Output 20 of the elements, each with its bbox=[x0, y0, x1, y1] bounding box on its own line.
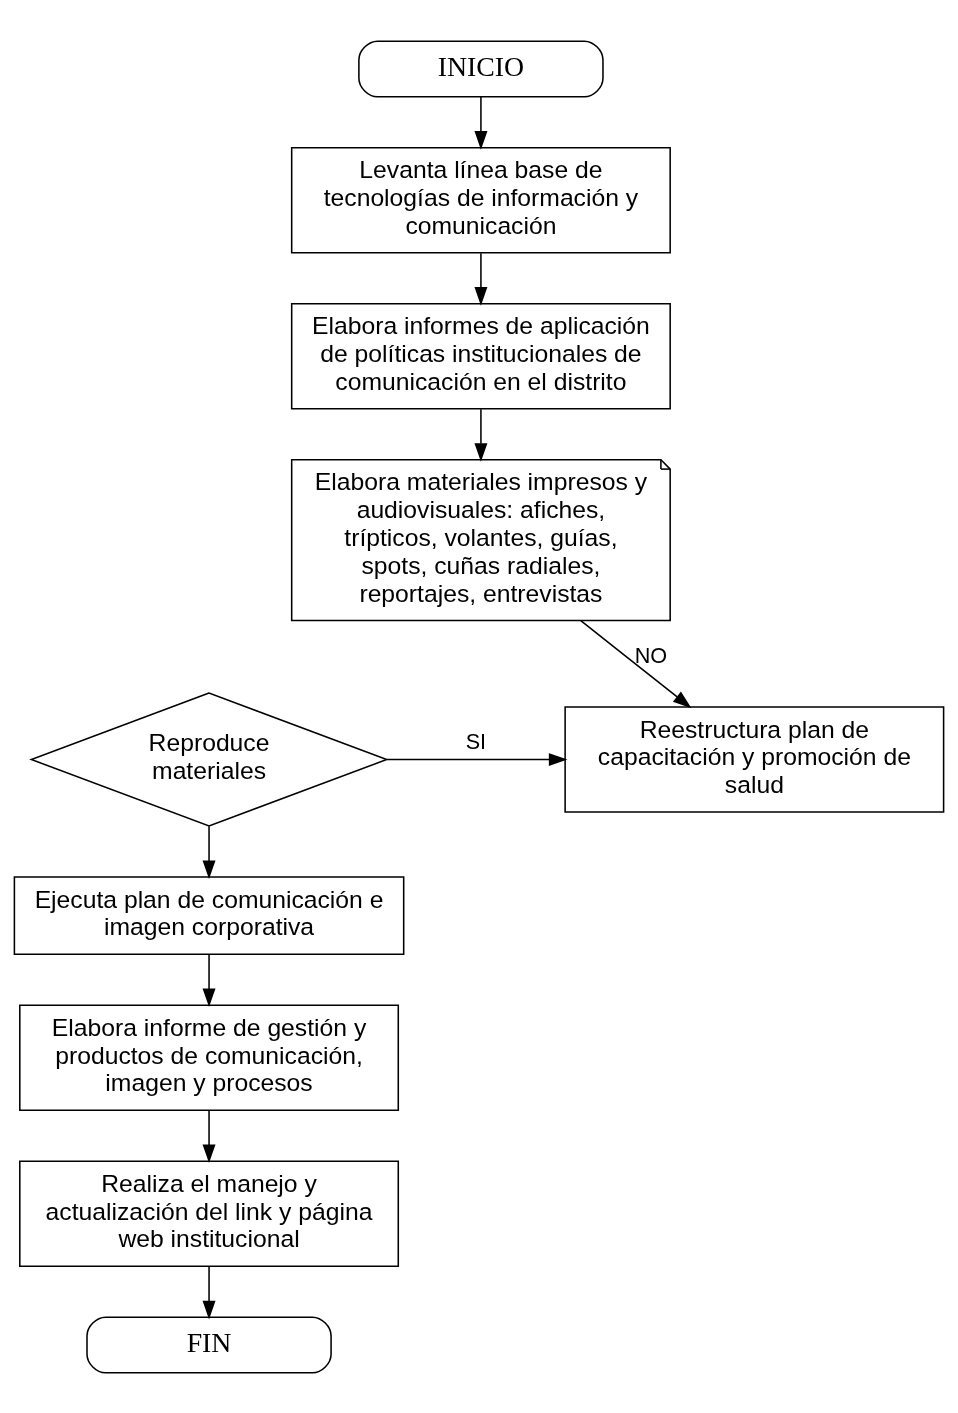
arrow bbox=[474, 251, 488, 306]
arrow bbox=[202, 953, 216, 1007]
arrow bbox=[202, 1109, 216, 1163]
arrow bbox=[580, 619, 692, 708]
edge-label: SI bbox=[465, 728, 487, 754]
node-box: Levanta línea base de tecnologías de información y comunicación bbox=[290, 146, 671, 254]
arrow bbox=[202, 1265, 216, 1319]
edge-label: NO bbox=[634, 642, 668, 668]
node-box: Reestructura plan de capacitación y promoción de salud bbox=[564, 705, 945, 813]
arrow bbox=[386, 752, 568, 766]
node-box: INICIO bbox=[358, 39, 604, 98]
arrow bbox=[474, 407, 488, 462]
node-box: Elabora informes de aplicación de políticas institucionales de comunicación en el distrito bbox=[290, 302, 671, 410]
arrow bbox=[202, 825, 216, 879]
node-box: Realiza el manejo y actualización del link y página web institucional bbox=[19, 1159, 400, 1267]
node-diamond: Reproduce materiales bbox=[29, 691, 389, 827]
node-box: FIN bbox=[86, 1315, 332, 1374]
node-box: Ejecuta plan de comunicación e imagen corporativa bbox=[13, 875, 405, 955]
arrow bbox=[474, 95, 488, 150]
node-box: Elabora informe de gestión y productos de comunicación, imagen y procesos bbox=[19, 1003, 400, 1111]
